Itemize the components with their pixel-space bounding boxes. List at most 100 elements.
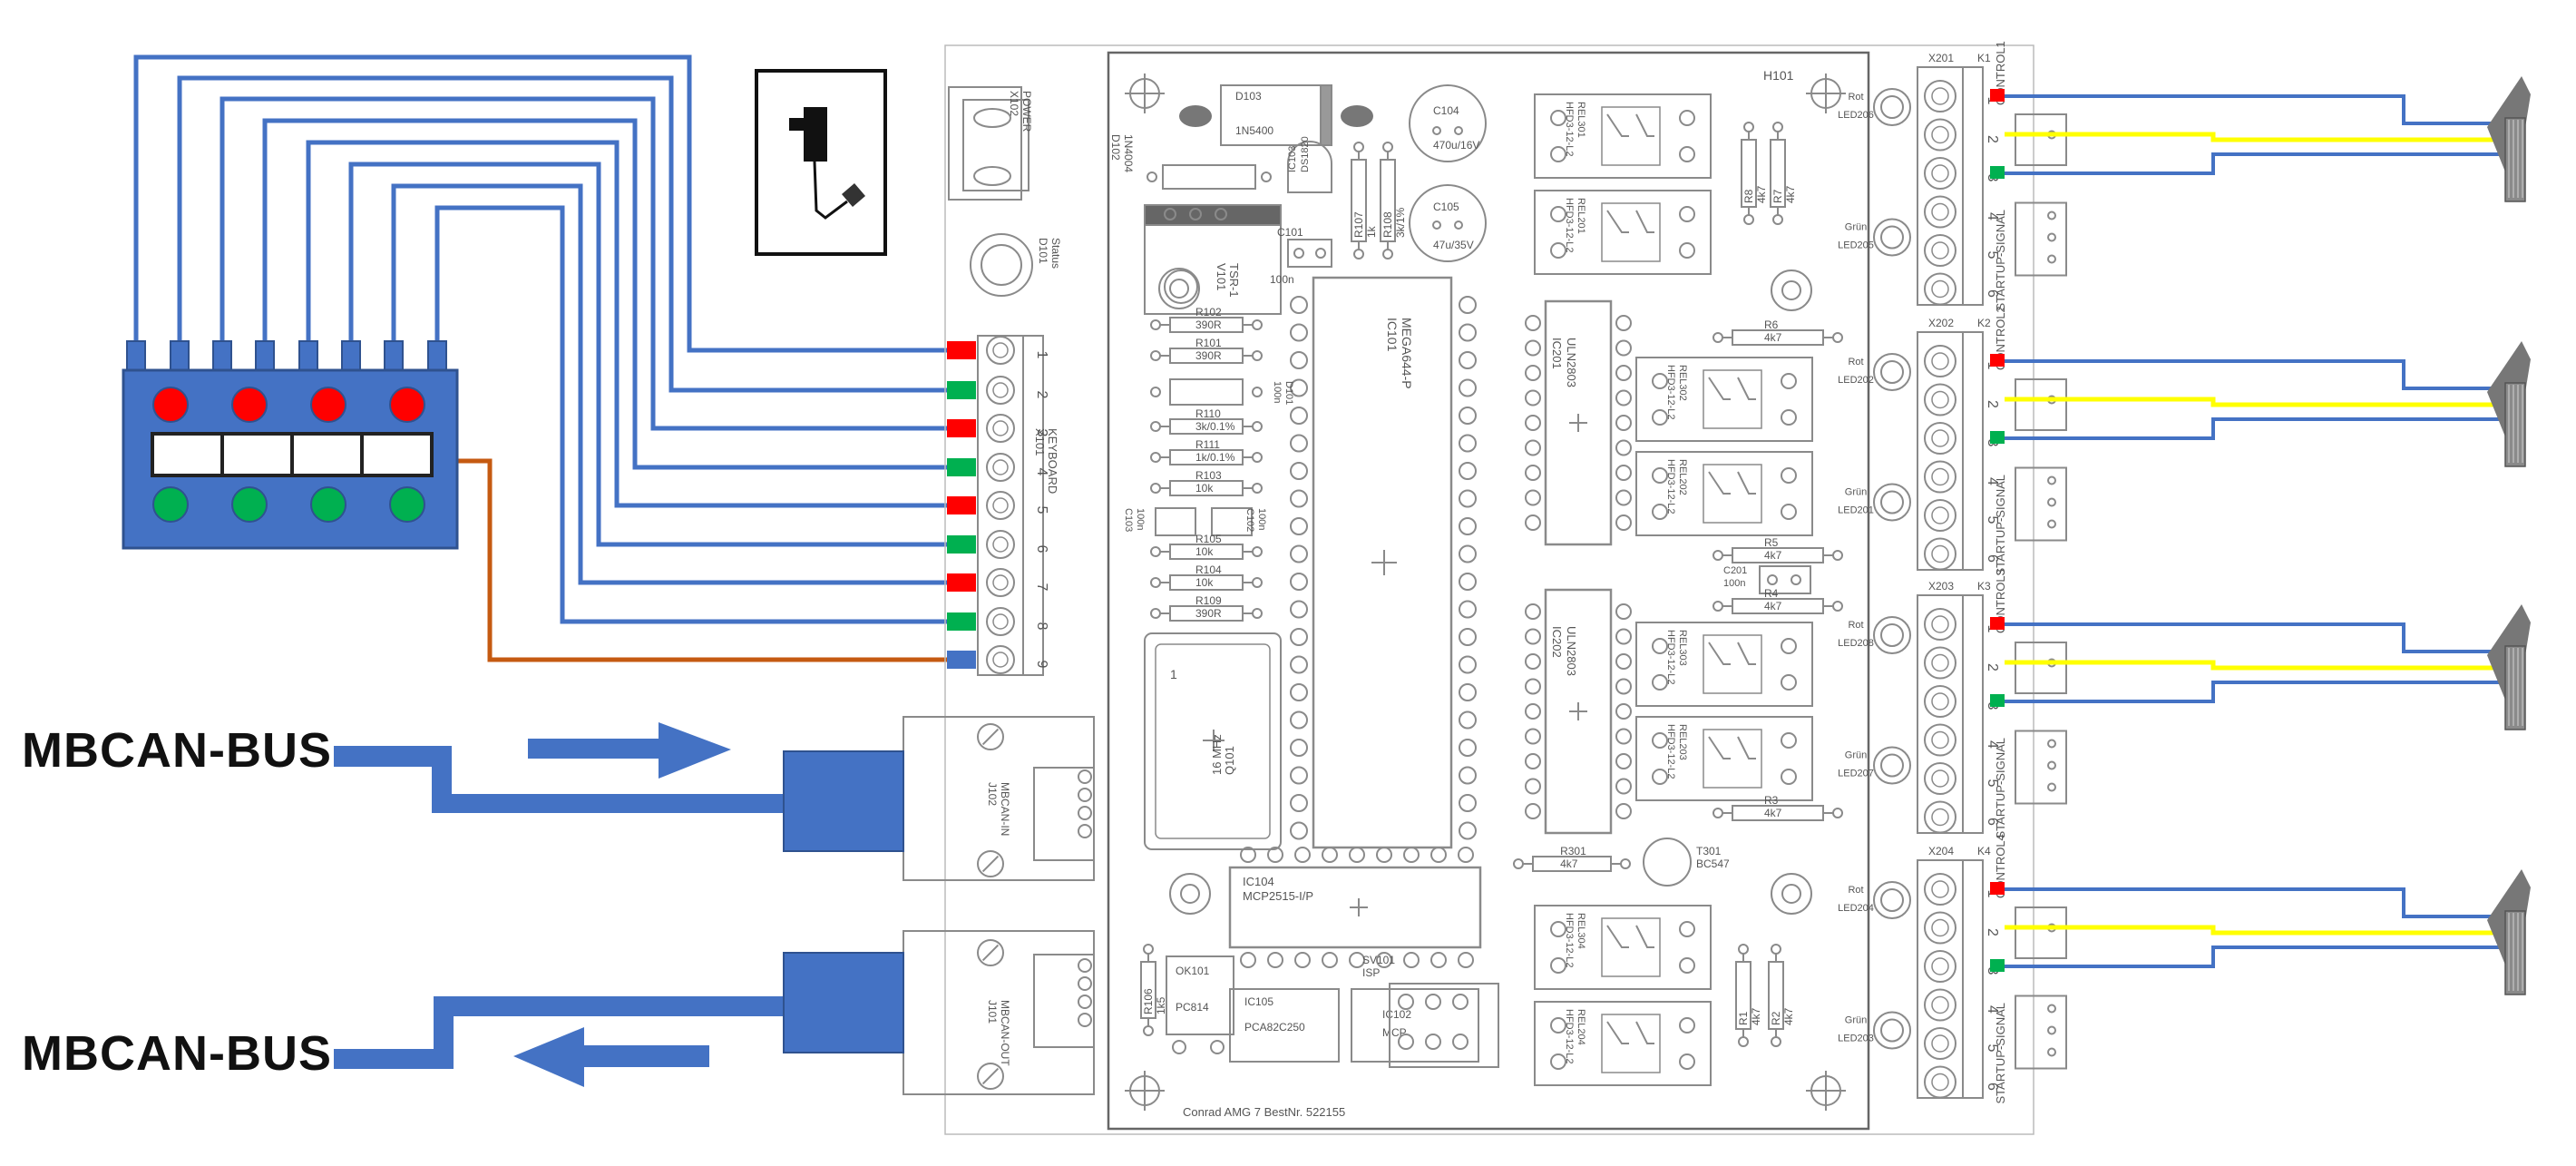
relay-rel302-contacts bbox=[1703, 369, 1762, 429]
can-out-label: J101 bbox=[986, 1000, 999, 1024]
signal-icon bbox=[2487, 341, 2531, 467]
can-in-label: J102 bbox=[986, 782, 999, 806]
keyboard-connector bbox=[977, 335, 1024, 676]
c105 bbox=[1409, 184, 1487, 262]
ic101-pin bbox=[1459, 296, 1477, 314]
d102-label: 1N4004 bbox=[1122, 134, 1135, 172]
d102 bbox=[1162, 164, 1256, 190]
r105-label: 10k bbox=[1195, 545, 1214, 558]
x203-led-green-label: LED207 bbox=[1838, 769, 1874, 779]
x204-wire-green bbox=[1990, 959, 2005, 972]
x204-control-connector bbox=[2015, 906, 2067, 959]
x201-pin-number: 6 bbox=[1985, 289, 2000, 298]
r108-pad bbox=[1382, 142, 1393, 152]
signal-wire-yellow bbox=[2005, 925, 2522, 936]
x204-relay-ref: K4 bbox=[1977, 845, 1991, 857]
status-led-label: D101 bbox=[1037, 238, 1049, 264]
v101-label: V101 bbox=[1215, 263, 1228, 290]
ic104-pin bbox=[1403, 952, 1420, 968]
r106-label: R106 bbox=[1142, 988, 1155, 1014]
x201-led-red-label: LED206 bbox=[1838, 110, 1874, 121]
ic104 bbox=[1228, 866, 1482, 949]
relay-rel203 bbox=[1635, 716, 1813, 801]
x201-pin-number: 2 bbox=[1985, 135, 2000, 143]
ic101-pin bbox=[1459, 573, 1477, 591]
keyboard-connector-label: KEYBOARD bbox=[1046, 428, 1059, 494]
v101-hole bbox=[1164, 269, 1198, 304]
x202-startup-connector bbox=[2015, 466, 2067, 542]
x203-terminal bbox=[1924, 762, 1956, 795]
ic201-pin bbox=[1615, 365, 1632, 381]
keyboard-terminal bbox=[986, 376, 1015, 405]
x202-pin-number: 6 bbox=[1985, 554, 2000, 563]
c102-label: C102 bbox=[1244, 508, 1255, 532]
keyboard-pin-number: 4 bbox=[1034, 468, 1049, 476]
r105-label: R105 bbox=[1195, 533, 1222, 545]
r104-label: R104 bbox=[1195, 563, 1222, 576]
ic201-pin bbox=[1525, 315, 1541, 331]
r104-label: 10k bbox=[1195, 576, 1214, 589]
keyboard-wire-color bbox=[947, 573, 976, 592]
ic101-pin bbox=[1459, 407, 1477, 425]
x204-pin-number: 6 bbox=[1985, 1083, 2000, 1091]
r3-label: R3 bbox=[1764, 794, 1779, 807]
d101b-label: D101 bbox=[1283, 381, 1294, 405]
keyboard-terminal bbox=[986, 491, 1015, 520]
relay-rel303-label: HFD3-12-L2 bbox=[1665, 630, 1676, 685]
relay-rel204-label: REL204 bbox=[1576, 1009, 1586, 1045]
c201-pin bbox=[1767, 574, 1778, 585]
can-out-arrow bbox=[513, 1027, 709, 1087]
x204-startup-pin bbox=[2047, 1047, 2056, 1057]
ic104-pin bbox=[1267, 847, 1283, 863]
r4-pad bbox=[1832, 601, 1843, 612]
x202-terminal bbox=[1924, 499, 1956, 532]
x202-pin-number: 4 bbox=[1985, 477, 2000, 485]
sv101-pin bbox=[1452, 994, 1469, 1010]
sv101-pin bbox=[1398, 994, 1414, 1010]
ic104-label: MCP2515-I/P bbox=[1243, 889, 1313, 903]
c101-label: C101 bbox=[1277, 226, 1303, 239]
ic201-label: IC201 bbox=[1550, 338, 1564, 369]
x202-led-red-inner bbox=[1880, 360, 1904, 384]
r110-pad bbox=[1150, 421, 1161, 432]
x201-led-green-label: Grün bbox=[1845, 222, 1867, 233]
pcb-outline bbox=[944, 44, 2034, 1135]
keypad-key bbox=[220, 432, 294, 477]
relay-rel302-switch bbox=[1737, 377, 1756, 400]
relay-rel301-label: REL301 bbox=[1576, 102, 1586, 138]
relay-rel304-contacts bbox=[1601, 917, 1661, 977]
x204-startup-pin bbox=[2047, 1025, 2056, 1035]
r2-pad bbox=[1771, 1036, 1781, 1047]
x203-startup-pin bbox=[2047, 739, 2056, 749]
relay-rel204-contacts bbox=[1601, 1014, 1661, 1073]
ic201 bbox=[1544, 299, 1613, 546]
r103-label: R103 bbox=[1195, 469, 1222, 482]
relay-rel304-pad bbox=[1679, 921, 1695, 937]
standoff bbox=[1169, 873, 1211, 915]
standoff bbox=[1771, 873, 1812, 915]
r107-pad bbox=[1353, 249, 1364, 260]
x202-led-red-label: LED202 bbox=[1838, 375, 1874, 386]
r104-pad bbox=[1252, 577, 1263, 588]
x203-startup-pin bbox=[2047, 760, 2056, 770]
ic101-pin bbox=[1459, 655, 1477, 674]
relay-rel202-label: REL202 bbox=[1677, 459, 1688, 495]
signal-wire-yellow bbox=[2005, 660, 2522, 671]
keyboard-wire-color bbox=[947, 612, 976, 631]
ic202-pin bbox=[1615, 803, 1632, 819]
ic201-pin bbox=[1525, 365, 1541, 381]
relay-rel204-pad bbox=[1679, 1017, 1695, 1034]
x204-led-red-label: Rot bbox=[1848, 885, 1863, 896]
r106-pad bbox=[1143, 1025, 1154, 1036]
relay-rel204-pad bbox=[1679, 1053, 1695, 1070]
x202-wire-red bbox=[1990, 354, 2005, 367]
relay-rel304-label: REL304 bbox=[1576, 913, 1586, 949]
r106-label: 1k5 bbox=[1155, 996, 1167, 1014]
v101-label: TSR-1 bbox=[1227, 263, 1241, 298]
r111-label: 1k/0.1% bbox=[1195, 451, 1235, 464]
signal-wire-blue bbox=[2005, 681, 2522, 703]
relay-rel201-label: REL201 bbox=[1576, 198, 1586, 234]
ic101-pin bbox=[1290, 573, 1308, 591]
ic102-label: MCP bbox=[1382, 1026, 1407, 1039]
